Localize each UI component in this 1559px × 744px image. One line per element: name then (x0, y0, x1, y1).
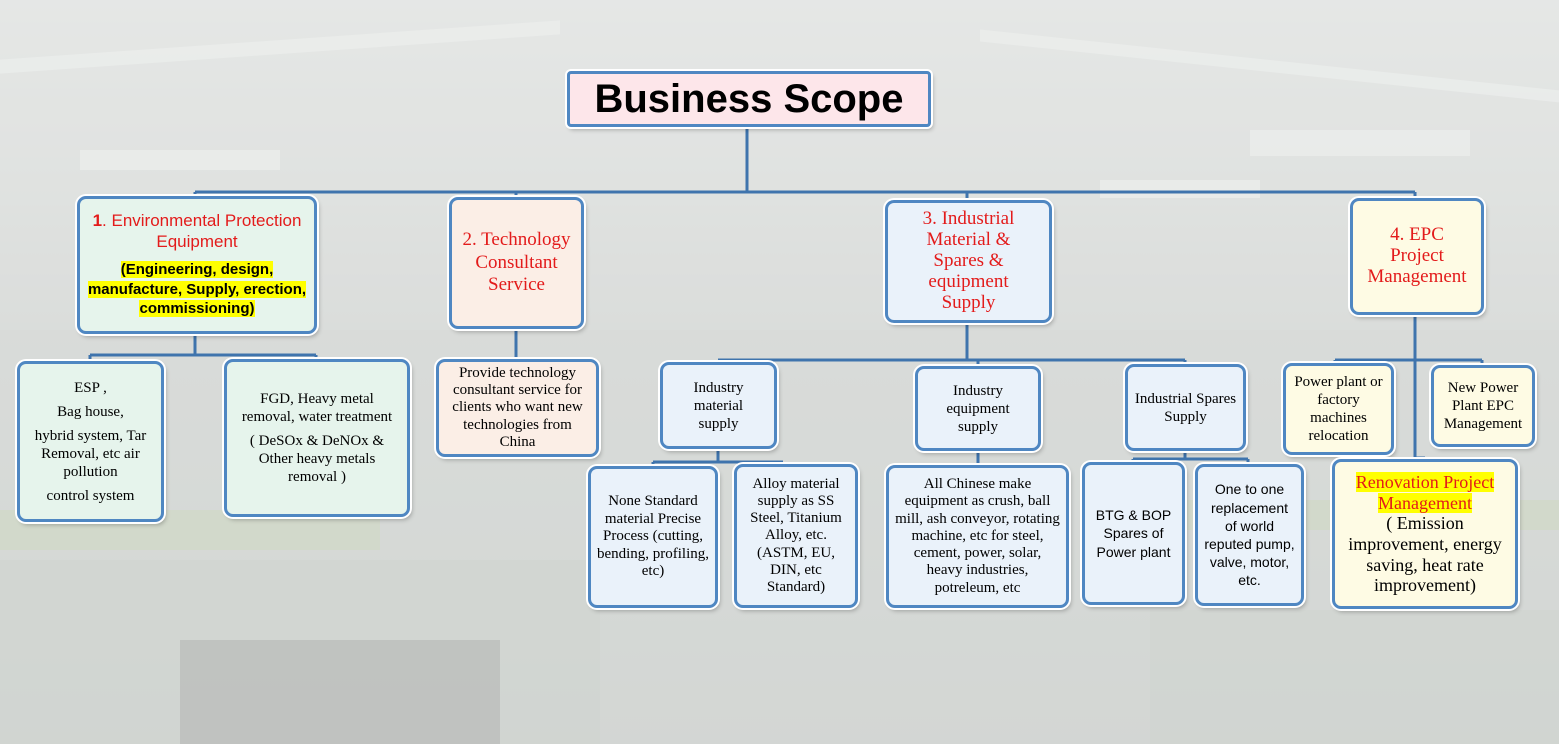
btg-bop-text: BTG & BOP Spares of Power plant (1095, 507, 1172, 560)
alloy-material-supply: Alloy material supply as SS Steel, Titan… (734, 464, 858, 608)
category-1-label: 1. Environmental Protection Equipment (80, 211, 314, 252)
renovation-project-management: Renovation Project Management ( Emission… (1332, 459, 1518, 609)
esp-line-1: ESP , (74, 379, 107, 396)
none-standard-material: None Standard material Precise Process (… (588, 466, 718, 608)
page-title: Business Scope (567, 71, 931, 127)
category-2-label: 2. Technology Consultant Service (462, 228, 571, 296)
category-1-note-text: (Engineering, design, manufacture, Suppl… (87, 261, 307, 318)
new-power-plant-text: New Power Plant EPC Management (1443, 380, 1523, 432)
esp-line-4: control system (46, 487, 135, 504)
category-1-number: 1 (92, 211, 103, 231)
one-to-one-replacement: One to one replacement of world reputed … (1195, 464, 1304, 606)
industry-equipment-text: Industry equipment supply (946, 382, 1010, 435)
renovation-highlight: Renovation Project Management (1343, 471, 1507, 513)
env-child-esp: ESP , Bag house, hybrid system, Tar Remo… (17, 361, 164, 522)
renovation-highlight-text: Renovation Project Management (1355, 471, 1495, 513)
esp-line-3: hybrid system, Tar Removal, etc air poll… (34, 427, 147, 480)
chinese-equipment-text: All Chinese make equipment as crush, bal… (895, 476, 1060, 596)
category-1-note: (Engineering, design, manufacture, Suppl… (80, 260, 314, 319)
category-technology-consultant: 2. Technology Consultant Service (449, 197, 584, 329)
title-text: Business Scope (594, 77, 904, 121)
category-3-label: 3. Industrial Material & Spares & equipm… (922, 208, 1015, 313)
esp-line-2: Bag house, (57, 403, 124, 420)
category-4-label: 4. EPC Project Management (1367, 224, 1467, 287)
tech-child-service: Provide technology consultant service fo… (436, 359, 599, 457)
fgd-line-2: ( DeSOx & DeNOx & Other heavy metals rem… (249, 433, 385, 485)
category-industrial-supply: 3. Industrial Material & Spares & equipm… (885, 200, 1052, 323)
power-plant-relocation: Power plant or factory machines relocati… (1283, 363, 1394, 455)
chinese-make-equipment: All Chinese make equipment as crush, bal… (886, 465, 1069, 608)
new-power-plant-epc: New Power Plant EPC Management (1431, 365, 1535, 447)
relocation-text: Power plant or factory machines relocati… (1294, 374, 1383, 444)
category-epc-project-management: 4. EPC Project Management (1350, 198, 1484, 315)
industry-material-supply: Industry material supply (660, 362, 777, 449)
alloy-material-text: Alloy material supply as SS Steel, Titan… (750, 475, 842, 596)
industry-material-text: Industry material supply (693, 379, 744, 432)
renovation-detail-text: ( Emission improvement, energy saving, h… (1348, 513, 1502, 596)
category-environmental-protection: 1. Environmental Protection Equipment (E… (77, 196, 317, 334)
btg-bop-spares: BTG & BOP Spares of Power plant (1082, 462, 1185, 605)
env-child-fgd: FGD, Heavy metal removal, water treatmen… (224, 359, 410, 517)
none-standard-text: None Standard material Precise Process (… (596, 493, 710, 580)
replacement-text: One to one replacement of world reputed … (1204, 481, 1295, 589)
category-1-label-text: . Environmental Protection Equipment (102, 211, 302, 251)
fgd-line-1: FGD, Heavy metal removal, water treatmen… (241, 391, 393, 425)
tech-service-text: Provide technology consultant service fo… (452, 364, 583, 450)
industry-equipment-supply: Industry equipment supply (915, 366, 1041, 451)
industrial-spares-supply: Industrial Spares Supply (1125, 364, 1246, 451)
industrial-spares-text: Industrial Spares Supply (1134, 390, 1237, 425)
